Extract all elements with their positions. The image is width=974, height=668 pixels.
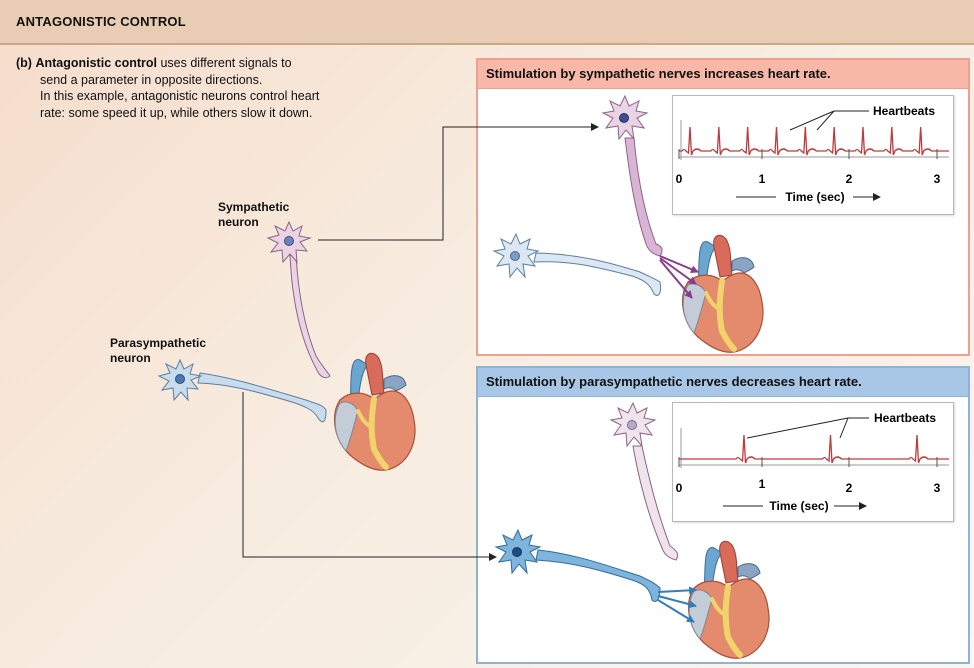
symp-panel-heart-icon [683, 235, 763, 352]
para-heartbeats-label: Heartbeats [874, 411, 936, 425]
symp-heartbeats-label: Heartbeats [873, 104, 935, 118]
parasympathetic-connector-line [242, 392, 497, 561]
sympathetic-label-line1: Sympathetic [218, 200, 290, 214]
intro-line2: send a parameter in opposite directions. [40, 72, 263, 87]
sympathetic-nucleus-icon [284, 236, 294, 246]
intro-text: (b) Antagonistic control uses different … [16, 55, 406, 121]
parasympathetic-neuron-label: Parasympathetic neuron [110, 336, 206, 366]
para-stimulation-arrows [657, 586, 697, 623]
para-panel-heart-icon [689, 541, 769, 658]
symp-tick-0: 0 [676, 172, 683, 186]
para-time-label: Time (sec) [769, 499, 828, 513]
symp-ecg-trace [679, 126, 949, 156]
para-panel-sympathetic-neuron [609, 401, 679, 561]
symp-tick-1: 1 [759, 172, 766, 186]
parasympathetic-ecg-box [672, 402, 954, 522]
parasympathetic-ecg-chart: 0 1 2 3 Time (sec) Heartbeats [676, 411, 949, 513]
symp-ecg-ticks [678, 149, 938, 159]
intro-prefix: (b) [16, 56, 32, 70]
symp-panel-parasympathetic-neuron [492, 232, 661, 296]
symp-time-label: Time (sec) [785, 190, 844, 204]
intro-line1: uses different signals to [156, 56, 292, 70]
parasympathetic-label-line2: neuron [110, 351, 151, 365]
parasympathetic-nucleus-icon [175, 374, 185, 384]
header-bar: ANTAGONISTIC CONTROL [0, 0, 974, 45]
symp-stimulation-arrows [659, 255, 699, 299]
header-title: ANTAGONISTIC CONTROL [16, 14, 186, 29]
intro-line4: rate: some speed it up, while others slo… [40, 105, 313, 120]
symp-panel-sympathetic-neuron [601, 94, 663, 257]
para-tick-1: 1 [759, 477, 766, 491]
parasympathetic-label-line1: Parasympathetic [110, 336, 207, 350]
para-ecg-trace [679, 434, 949, 464]
symp-tick-3: 3 [934, 172, 941, 186]
para-heartbeats-pointer-1 [746, 417, 849, 439]
para-tick-2: 2 [846, 481, 853, 495]
parasympathetic-neuron [157, 358, 327, 423]
para-tick-3: 3 [934, 481, 941, 495]
para-tick-0: 0 [676, 481, 683, 495]
central-heart-icon [335, 353, 415, 470]
sympathetic-label-line2: neuron [218, 215, 259, 229]
para-heartbeats-pointer-2 [839, 417, 849, 439]
sympathetic-ecg-box [672, 95, 954, 215]
symp-heartbeats-pointer-1 [789, 110, 835, 131]
intro-bold-term: Antagonistic control [35, 56, 157, 70]
symp-heartbeats-pointer-2 [816, 110, 835, 131]
sympathetic-connector-line [318, 123, 599, 241]
para-panel-parasympathetic-neuron [494, 528, 661, 602]
sympathetic-neuron [266, 220, 331, 379]
sympathetic-panel-title: Stimulation by sympathetic nerves increa… [478, 60, 968, 89]
intro-line3: In this example, antagonistic neurons co… [40, 89, 320, 103]
sympathetic-ecg-chart: 0 1 2 3 Time (sec) Heartbeats [676, 104, 949, 204]
parasympathetic-panel-title: Stimulation by parasympathetic nerves de… [478, 368, 968, 397]
symp-tick-2: 2 [846, 172, 853, 186]
para-ecg-ticks [678, 457, 938, 467]
sympathetic-neuron-label: Sympathetic neuron [218, 200, 289, 230]
